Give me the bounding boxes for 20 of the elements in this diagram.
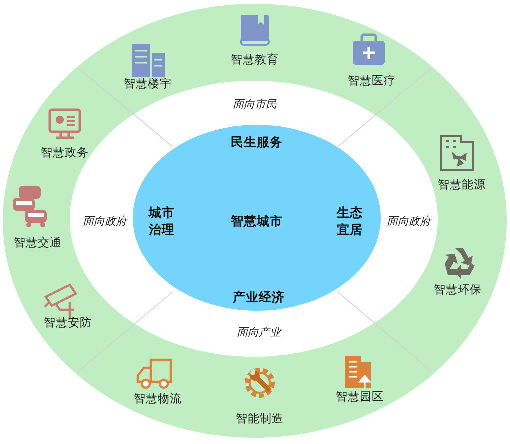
item-label: 智慧医疗: [348, 74, 396, 88]
ellipse-label: 民生服务: [231, 134, 283, 152]
ellipse-label: 智慧城市: [231, 214, 283, 230]
band-label: 面向政府: [387, 216, 431, 228]
item-label: 智慧政务: [41, 146, 89, 160]
item-label: 智慧交通: [14, 236, 62, 250]
item-label: 智慧能源: [438, 178, 486, 192]
ellipse-label: 城市治理: [149, 205, 175, 239]
item-label: 智慧楼宇: [124, 78, 172, 90]
item-label: 智慧安防: [44, 316, 92, 330]
band-label: 面向政府: [83, 216, 127, 228]
item-label: 智能制造: [236, 412, 284, 426]
band-label: 面向产业: [237, 326, 281, 340]
item-label: 智慧物流: [134, 392, 182, 406]
item-label: 智慧环保: [434, 284, 482, 296]
item-label: 智慧园区: [336, 390, 384, 404]
band-label: 面向市民: [233, 98, 277, 112]
item-label: 智慧教育: [231, 54, 279, 66]
ellipse-label: 产业经济: [233, 290, 285, 306]
ellipse-label: 生态宜居: [337, 205, 363, 239]
